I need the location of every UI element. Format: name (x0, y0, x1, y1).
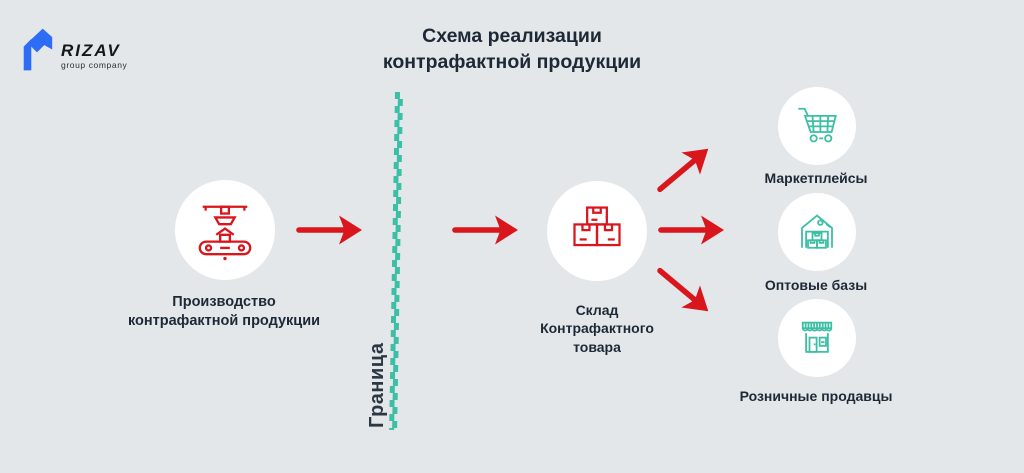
node-wholesale (778, 193, 856, 271)
arrow-warehouse-to-wholesale (656, 208, 726, 252)
arrow-border-to-warehouse (450, 208, 520, 252)
node-marketplaces (778, 87, 856, 165)
storefront-icon (793, 314, 841, 362)
node-warehouse (547, 181, 647, 281)
label-warehouse: Склад Контрафактного товара (540, 302, 654, 355)
label-retail: Розничные продавцы (739, 388, 893, 404)
logo-wordmark: RIZAV (61, 41, 121, 60)
stacked-boxes-icon (567, 201, 627, 261)
node-retail (778, 299, 856, 377)
border-dashed-line (389, 91, 403, 431)
label-wholesale: Оптовые базы (764, 277, 868, 293)
page-title: Схема реализации контрафактной продукции (382, 25, 642, 73)
arrow-production-to-border (294, 208, 364, 252)
warehouse-building-icon (793, 208, 841, 256)
border-label: Граница (366, 342, 388, 428)
logo: RIZAV group company (18, 26, 127, 73)
logo-p-arrow-icon (18, 26, 56, 73)
node-production (175, 180, 275, 280)
shopping-cart-icon (793, 102, 841, 150)
label-marketplaces: Маркетплейсы (764, 170, 868, 186)
label-production: Производство контрафактной продукции (127, 294, 321, 330)
arrow-warehouse-to-retail (642, 251, 724, 330)
logo-tagline: group company (61, 60, 128, 70)
arrow-warehouse-to-marketplaces (642, 131, 724, 210)
conveyor-crane-icon (194, 199, 256, 261)
